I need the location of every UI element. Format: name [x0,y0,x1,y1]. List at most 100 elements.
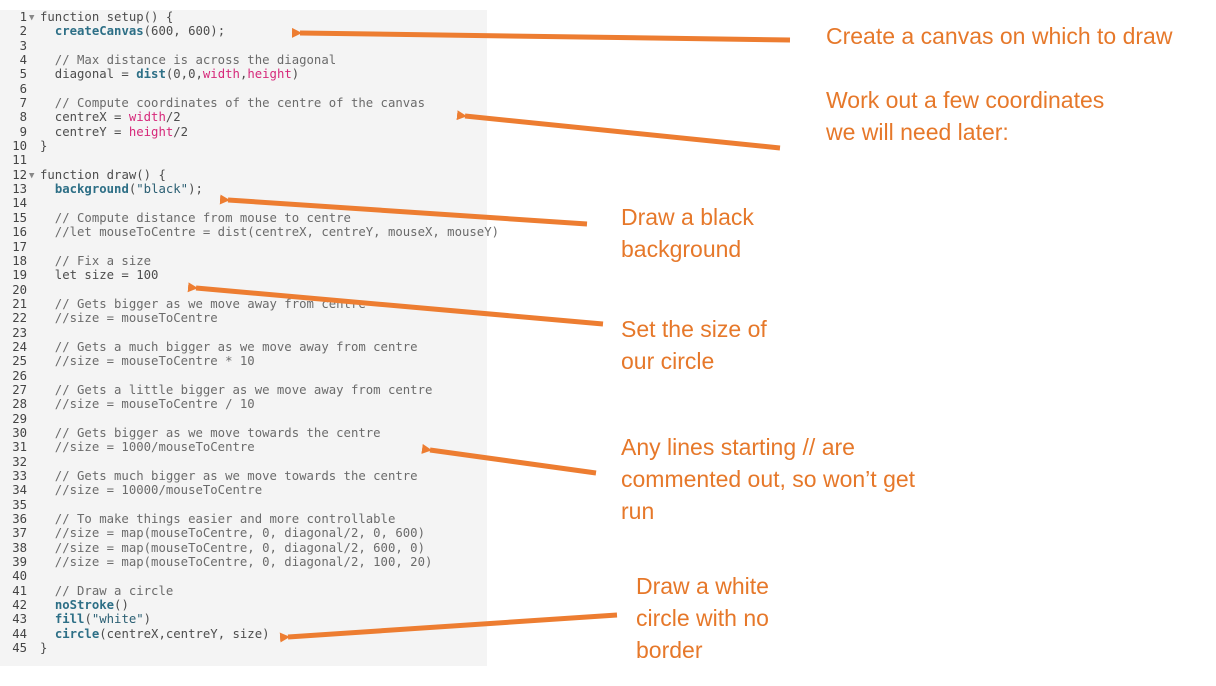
code-line[interactable]: 17 [0,240,487,254]
code-text: circle(centreX,centreY, size) [40,627,270,641]
code-line[interactable]: 40 [0,569,487,583]
arrow-canvas [291,27,791,43]
line-number: 36 [12,512,27,527]
code-token: //size = 1000/mouseToCentre [40,440,255,455]
code-text: let size = 100 [40,268,159,282]
code-line[interactable]: 14 [0,196,487,210]
code-line[interactable]: 33 // Gets much bigger as we move toward… [0,469,487,483]
line-number: 10 [12,139,27,154]
annotation-coordinates: Work out a few coordinates we will need … [826,87,1105,145]
code-token: //size = mouseToCentre [40,311,218,326]
code-line[interactable]: 18 // Fix a size [0,254,487,268]
code-line[interactable]: 24 // Gets a much bigger as we move away… [0,340,487,354]
code-line[interactable]: 38 //size = map(mouseToCentre, 0, diagon… [0,541,487,555]
code-text: background("black"); [40,182,203,196]
code-text: // Max distance is across the diagonal [40,53,336,67]
code-text: // Fix a size [40,254,151,268]
arrow-background [219,194,588,227]
line-number: 1 [19,10,27,24]
code-line[interactable]: 10} [0,139,487,153]
line-number: 44 [12,626,27,641]
code-token: diagonal = [40,67,137,82]
code-line[interactable]: 29 [0,412,487,426]
code-token: "white" [91,612,144,627]
code-line[interactable]: 3 [0,39,487,53]
fold-toggle-icon[interactable]: ▼ [29,170,35,181]
code-line[interactable]: 32 [0,455,487,469]
code-token: // Compute distance from mouse to centre [40,210,351,225]
line-number: 33 [12,469,27,483]
code-line[interactable]: 19 let size = 100 [0,268,487,282]
line-number: 3 [19,38,27,53]
code-line[interactable]: 9 centreY = height/2 [0,125,487,139]
code-line[interactable]: 5 diagonal = dist(0,0,width,height) [0,67,487,81]
code-line[interactable]: 43 fill("white") [0,612,487,626]
code-text: function setup() { [40,10,173,24]
code-token: function [40,10,107,24]
code-text: //size = map(mouseToCentre, 0, diagonal/… [40,555,433,569]
code-line[interactable]: 41 // Draw a circle [0,584,487,598]
line-number: 21 [12,296,27,311]
code-line[interactable]: 22 //size = mouseToCentre [0,311,487,325]
arrow-circle [279,612,618,643]
code-token: // Fix a size [40,253,152,268]
code-token: //size = map(mouseToCentre, 0, diagonal/… [40,526,425,541]
code-token: centreY = [40,124,129,139]
code-line[interactable]: 16 //let mouseToCentre = dist(centreX, c… [0,225,499,239]
code-line[interactable]: 8 centreX = width/2 [0,110,487,124]
code-line[interactable]: 2 createCanvas(600, 600); [0,24,487,38]
code-line[interactable]: 25 //size = mouseToCentre * 10 [0,354,487,368]
code-line[interactable]: 30 // Gets bigger as we move towards the… [0,426,487,440]
code-line[interactable]: 36 // To make things easier and more con… [0,512,487,526]
code-line[interactable]: 45} [0,641,487,655]
code-text: // Gets much bigger as we move towards t… [40,469,418,483]
code-line[interactable]: 31 //size = 1000/mouseToCentre [0,440,487,454]
code-line[interactable]: 4 // Max distance is across the diagonal [0,53,487,67]
code-token: //size = mouseToCentre * 10 [40,354,255,369]
code-token: (600, 600); [143,24,226,39]
code-text: centreY = height/2 [40,125,188,139]
code-text: } [40,641,47,655]
code-line[interactable]: 35 [0,498,487,512]
code-text: //size = map(mouseToCentre, 0, diagonal/… [40,541,425,555]
code-token: "black" [136,182,189,197]
code-line[interactable]: 13 background("black"); [0,182,487,196]
code-line[interactable]: 11 [0,153,487,167]
line-number: 9 [19,124,27,139]
code-line[interactable]: 20 [0,283,487,297]
code-line[interactable]: 26 [0,369,487,383]
code-token: // Max distance is across the diagonal [40,53,337,68]
code-token: () [114,598,129,613]
line-number: 27 [12,382,27,397]
code-line[interactable]: 12▼function draw() { [0,168,487,182]
code-text: // Compute coordinates of the centre of … [40,96,425,110]
annotation-comments: Any lines starting // are commented out,… [621,434,916,524]
line-number: 25 [12,354,27,369]
line-number: 41 [12,583,27,598]
fold-toggle-icon[interactable]: ▼ [29,13,35,23]
line-number: 28 [12,397,27,412]
code-line[interactable]: 34 //size = 10000/mouseToCentre [0,483,487,497]
code-token: centreX = [40,110,129,125]
code-line[interactable]: 23 [0,326,487,340]
code-line[interactable]: 39 //size = map(mouseToCentre, 0, diagon… [0,555,487,569]
line-number: 43 [12,612,27,627]
code-line[interactable]: 37 //size = map(mouseToCentre, 0, diagon… [0,526,487,540]
code-line[interactable]: 6 [0,82,487,96]
code-line[interactable]: 7 // Compute coordinates of the centre o… [0,96,487,110]
code-line[interactable]: 28 //size = mouseToCentre / 10 [0,397,487,411]
code-text: //size = 10000/mouseToCentre [40,483,262,497]
code-line[interactable]: 15 // Compute distance from mouse to cen… [0,211,487,225]
line-number: 39 [12,555,27,570]
code-line[interactable]: 27 // Gets a little bigger as we move aw… [0,383,487,397]
line-number: 40 [12,569,27,584]
code-line[interactable]: 1▼ function setup() { [0,10,487,24]
code-text: createCanvas(600, 600); [40,24,225,38]
line-number: 38 [12,540,27,555]
code-line[interactable]: 42 noStroke() [0,598,487,612]
line-number: 42 [12,598,27,613]
code-line[interactable]: 44 circle(centreX,centreY, size) [0,627,487,641]
code-text: noStroke() [40,598,129,612]
code-text: //size = map(mouseToCentre, 0, diagonal/… [40,526,425,540]
line-number: 6 [19,81,27,96]
